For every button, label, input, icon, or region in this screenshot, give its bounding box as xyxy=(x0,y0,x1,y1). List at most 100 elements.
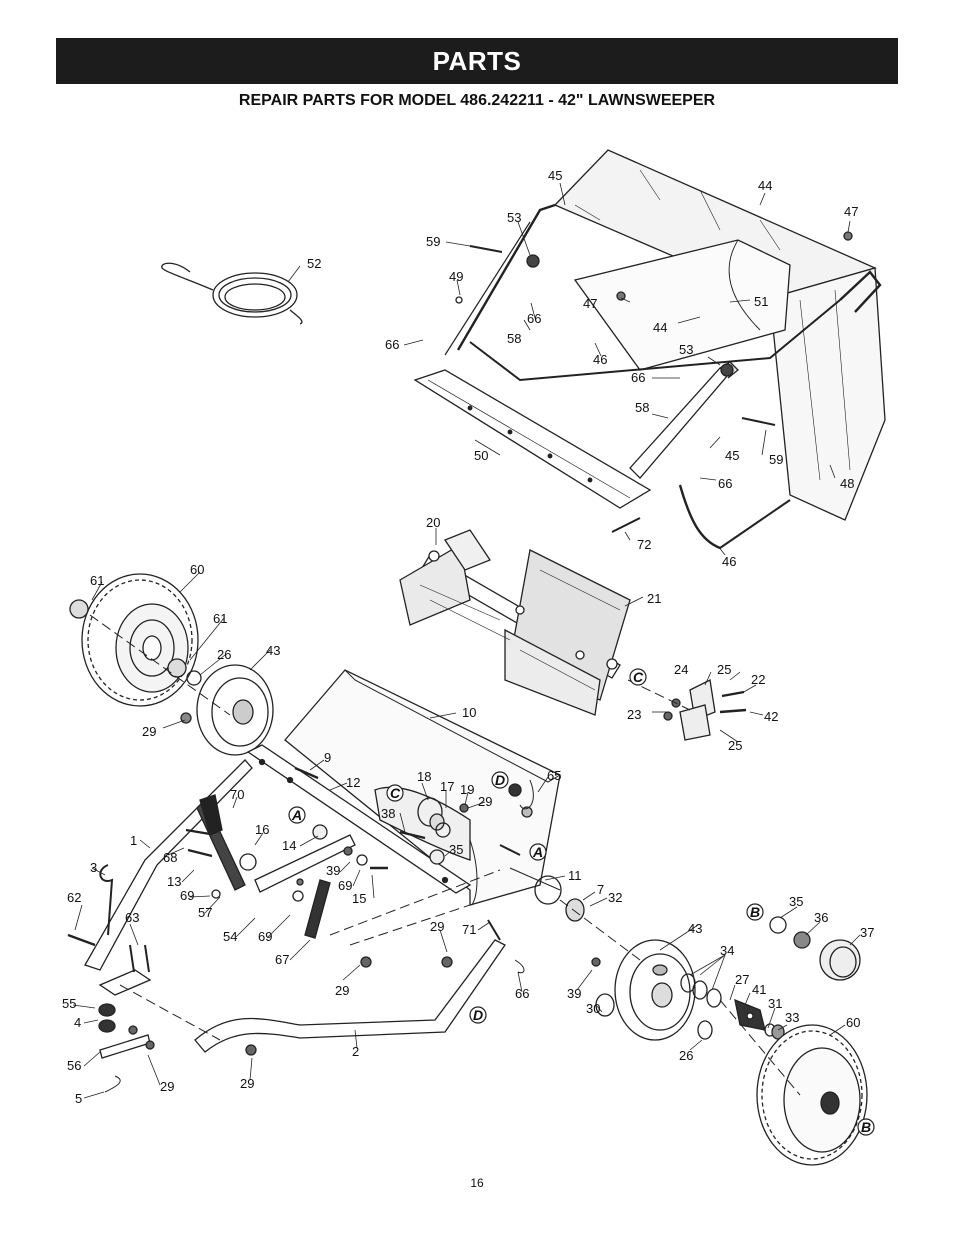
callout-23: 23 xyxy=(627,707,641,722)
ref-a-label: A xyxy=(291,807,302,823)
callout-47-right: 47 xyxy=(844,204,858,219)
callout-39-center: 39 xyxy=(326,863,340,878)
callout-21: 21 xyxy=(647,591,661,606)
callout-20: 20 xyxy=(426,515,440,530)
callout-22: 22 xyxy=(751,672,765,687)
callout-27: 27 xyxy=(735,972,749,987)
callout-49: 49 xyxy=(449,269,463,284)
parts-banner: PARTS xyxy=(56,38,898,84)
callout-19: 19 xyxy=(460,782,474,797)
callout-47-mid: 47 xyxy=(583,296,597,311)
callout-54: 54 xyxy=(223,929,237,944)
callout-26-right: 26 xyxy=(679,1048,693,1063)
callout-14: 14 xyxy=(282,838,296,853)
callout-69-left: 69 xyxy=(180,888,194,903)
callout-56: 56 xyxy=(67,1058,81,1073)
callout-29-bottom: 29 xyxy=(240,1076,254,1091)
left-wheel xyxy=(69,573,202,724)
callout-4: 4 xyxy=(74,1015,81,1030)
ref-c-housing: C xyxy=(386,784,404,802)
misc-hardware xyxy=(399,679,747,922)
callout-55: 55 xyxy=(62,996,76,1011)
tow-rope-coil xyxy=(161,262,303,325)
callout-42: 42 xyxy=(764,709,778,724)
callout-52: 52 xyxy=(307,256,321,271)
callout-69-right: 69 xyxy=(338,878,352,893)
hopper-assembly xyxy=(413,149,886,550)
assembly-lines xyxy=(89,614,801,1096)
callout-51: 51 xyxy=(754,294,768,309)
callout-12: 12 xyxy=(346,775,360,790)
frame-bar xyxy=(246,744,472,894)
ref-c-label-2: C xyxy=(390,785,401,801)
callout-71: 71 xyxy=(462,922,476,937)
callout-35-right: 35 xyxy=(789,894,803,909)
callout-66-lower: 66 xyxy=(515,986,529,1001)
callout-34: 34 xyxy=(720,943,734,958)
callout-59-mid: 59 xyxy=(769,452,783,467)
callout-66-right: 66 xyxy=(718,476,732,491)
ref-d-label: D xyxy=(495,772,505,788)
callout-66-center: 66 xyxy=(631,370,645,385)
callout-29-center: 29 xyxy=(478,794,492,809)
callout-48: 48 xyxy=(840,476,854,491)
callout-60-left: 60 xyxy=(190,562,204,577)
callout-29-lower: 29 xyxy=(430,919,444,934)
diagram-subtitle: REPAIR PARTS FOR MODEL 486.242211 - 42" … xyxy=(238,92,716,109)
hub-cap-parts xyxy=(769,916,861,981)
callout-labels: 45 44 47 53 59 52 49 51 47 66 44 58 66 5… xyxy=(62,168,874,1106)
callout-29-tube: 29 xyxy=(335,983,349,998)
left-lower-parts xyxy=(67,864,155,1093)
callout-5: 5 xyxy=(75,1091,82,1106)
page-number: 16 xyxy=(470,1176,484,1190)
callout-44-mid: 44 xyxy=(653,320,667,335)
callout-1: 1 xyxy=(130,833,137,848)
callout-66-mid: 66 xyxy=(527,311,541,326)
callout-33: 33 xyxy=(785,1010,799,1025)
callout-66-left: 66 xyxy=(385,337,399,352)
handle-assembly xyxy=(84,759,388,971)
ref-b-wheel: B xyxy=(857,1118,875,1136)
callout-36: 36 xyxy=(814,910,828,925)
callout-45-mid: 45 xyxy=(725,448,739,463)
callout-13: 13 xyxy=(167,874,181,889)
ref-b-cap: B xyxy=(746,903,764,921)
ref-a-handle: A xyxy=(288,806,306,824)
callout-39-right: 39 xyxy=(567,986,581,1001)
callout-58-top: 58 xyxy=(507,331,521,346)
leader-lines xyxy=(72,182,861,1099)
ref-a-right: A xyxy=(529,843,547,861)
callout-31: 31 xyxy=(768,996,782,1011)
callout-68: 68 xyxy=(163,850,177,865)
ref-d-housing: D xyxy=(491,771,509,789)
callout-70: 70 xyxy=(230,787,244,802)
callout-18: 18 xyxy=(417,769,431,784)
callout-11: 11 xyxy=(568,868,582,883)
callout-63: 63 xyxy=(125,910,139,925)
callout-9: 9 xyxy=(324,750,331,765)
callout-3: 3 xyxy=(90,860,97,875)
ref-a-label-2: A xyxy=(532,844,543,860)
callout-7: 7 xyxy=(597,882,604,897)
lower-handle-tube xyxy=(194,919,525,1056)
ref-d-label-2: D xyxy=(473,1007,483,1023)
callout-46-bottom: 46 xyxy=(722,554,736,569)
callout-67: 67 xyxy=(275,952,289,967)
callout-24: 24 xyxy=(674,662,688,677)
callout-65: 65 xyxy=(547,768,561,783)
callout-43-left: 43 xyxy=(266,643,280,658)
callout-60-right: 60 xyxy=(846,1015,860,1030)
callout-25-bottom: 25 xyxy=(728,738,742,753)
callout-53-top: 53 xyxy=(507,210,521,225)
callout-15: 15 xyxy=(352,891,366,906)
ref-c-label: C xyxy=(633,669,644,685)
callout-26-left: 26 xyxy=(217,647,231,662)
brush-assembly xyxy=(399,529,631,716)
callout-58-mid: 58 xyxy=(635,400,649,415)
callout-25-top: 25 xyxy=(717,662,731,677)
callout-17: 17 xyxy=(440,779,454,794)
ref-d-tube: D xyxy=(469,1006,487,1024)
callout-29-left: 29 xyxy=(142,724,156,739)
callout-16: 16 xyxy=(255,822,269,837)
callout-30: 30 xyxy=(586,1001,600,1016)
